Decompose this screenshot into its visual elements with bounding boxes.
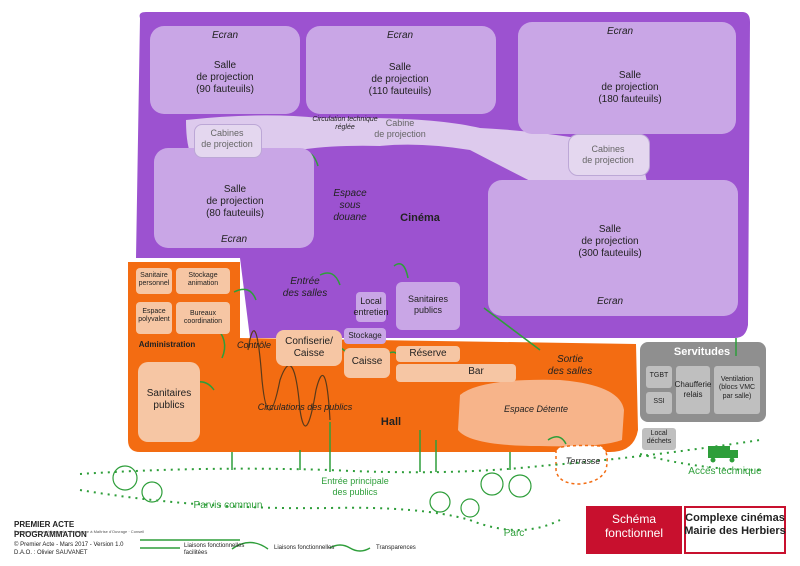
salle-180-screen: Ecran (606, 26, 634, 37)
legend-transparences: Transparences (376, 545, 416, 551)
servitudes-label: Servitudes (673, 346, 731, 358)
schema-box (586, 506, 682, 554)
salle-300-screen: Ecran (596, 296, 624, 307)
salle-110-screen: Ecran (386, 30, 414, 41)
bureaux-coordination-label: Bureaux coordination (183, 310, 223, 326)
terrasse-outline (555, 444, 608, 485)
sanitaires-hall (138, 362, 200, 442)
salle-110 (306, 26, 496, 114)
sanitaires-top (396, 282, 460, 330)
entree-principale-label: Entrée principale des publics (321, 476, 389, 497)
confiserie (276, 330, 342, 366)
ventilation-label: Ventilation (blocs VMC par salle) (718, 376, 756, 400)
cabine-corridor (186, 115, 650, 201)
administration-label: Administration (138, 340, 196, 349)
acces-technique-label: Accès technique (688, 466, 762, 477)
tgbt-label: TGBT (649, 372, 669, 379)
ventilation (714, 366, 760, 414)
local-dechets (642, 428, 676, 450)
project-label: Complexe cinémas Mairie des Herbiers (684, 512, 786, 538)
sanitaire-personnel (136, 268, 172, 294)
salle-180 (518, 22, 736, 134)
caisse (344, 348, 390, 378)
brand-logo: PREMIER ACTE PROGRAMMATION (14, 520, 87, 539)
salle-80-label: Salle de projection (80 fauteuils) (206, 184, 264, 219)
espace-detente-label: Espace Détente (503, 404, 569, 414)
salle-300 (488, 180, 738, 316)
salle-80 (154, 148, 314, 248)
entree-salles: Entrée des salles (282, 276, 328, 299)
espace-sous-douane: Espace sous douane (333, 188, 367, 223)
salle-110-label: Salle de projection (110 fauteuils) (368, 62, 432, 97)
credit-line-1: © Premier Acte - Mars 2017 - Version 1.0 (14, 542, 124, 548)
cinema-label: Cinéma (400, 212, 440, 224)
reserve (396, 346, 460, 362)
caisse-label: Caisse (351, 356, 383, 367)
sanitaires-hall-label: Sanitaires publics (146, 388, 192, 411)
controle-label: Contrôle (236, 340, 272, 350)
salle-300-label: Salle de projection (300 fauteuils) (578, 224, 642, 259)
legend-facilitees: Liaisons fonctionnelles facilitées (184, 543, 245, 557)
local-entretien (356, 292, 386, 322)
project-box (684, 506, 786, 554)
cabines-right-label: Cabines de projection (582, 144, 634, 165)
stockage-animation (176, 268, 230, 294)
salle-90 (150, 26, 300, 114)
schema-label: Schéma fonctionnel (604, 512, 664, 541)
truck-icon (708, 446, 738, 463)
sanitaire-personnel-label: Sanitaire personnel (138, 272, 170, 288)
ssi (646, 392, 672, 414)
chaufferie-label: Chaufferie relais (674, 380, 712, 399)
parc-label: Parc (503, 528, 525, 539)
espace-polyvalent (136, 302, 172, 334)
terrasse-label: Terrasse (565, 456, 601, 466)
legend-marks (140, 541, 371, 552)
stockage-animation-label: Stockage animation (187, 272, 219, 288)
brand-subtitle: Programmation architecturale · Assistanc… (14, 529, 145, 534)
espace-detente-blob (458, 379, 624, 447)
salle-90-label: Salle de projection (90 fauteuils) (196, 60, 254, 95)
stockage-small-label: Stockage (348, 331, 382, 340)
stockage-small-room (344, 328, 386, 344)
local-dechets-label: Local déchets (646, 430, 672, 446)
cabines-left (194, 124, 262, 158)
circulation-technique-label: Circulation technique réglée (312, 116, 378, 132)
chaufferie (676, 366, 710, 414)
confiserie-label: Confiserie/ Caisse (285, 336, 333, 359)
cabine-mid-label: Cabine de projection (374, 118, 426, 139)
circulation-wave (247, 330, 331, 427)
bar-label: Bar (468, 366, 484, 377)
bureaux-coordination (176, 302, 230, 334)
tgbt (646, 366, 672, 388)
local-entretien-label: Local entretien (353, 296, 389, 317)
sortie-salles-label: Sortie des salles (547, 354, 593, 377)
circulations-label: Circulations des publics (257, 402, 353, 412)
hall-label: Hall (380, 416, 402, 428)
reserve-label: Réserve (409, 348, 447, 359)
espace-polyvalent-label: Espace polyvalent (138, 308, 170, 324)
legend-liaisons: Liaisons fonctionnelles (274, 545, 335, 551)
cabines-left-label: Cabines de projection (201, 128, 253, 149)
trees (112, 465, 532, 518)
sanitaires-top-label: Sanitaires publics (407, 294, 449, 315)
parvis-label: Parvis commun (193, 500, 263, 511)
cabines-right (568, 134, 650, 176)
ssi-label: SSI (653, 398, 665, 405)
bar (396, 364, 516, 382)
salle-180-label: Salle de projection (180 fauteuils) (598, 70, 662, 105)
salle-80-screen: Ecran (220, 234, 248, 245)
credit-line-2: D.A.O. : Olivier SAUVANET (14, 550, 88, 556)
salle-90-screen: Ecran (211, 30, 239, 41)
